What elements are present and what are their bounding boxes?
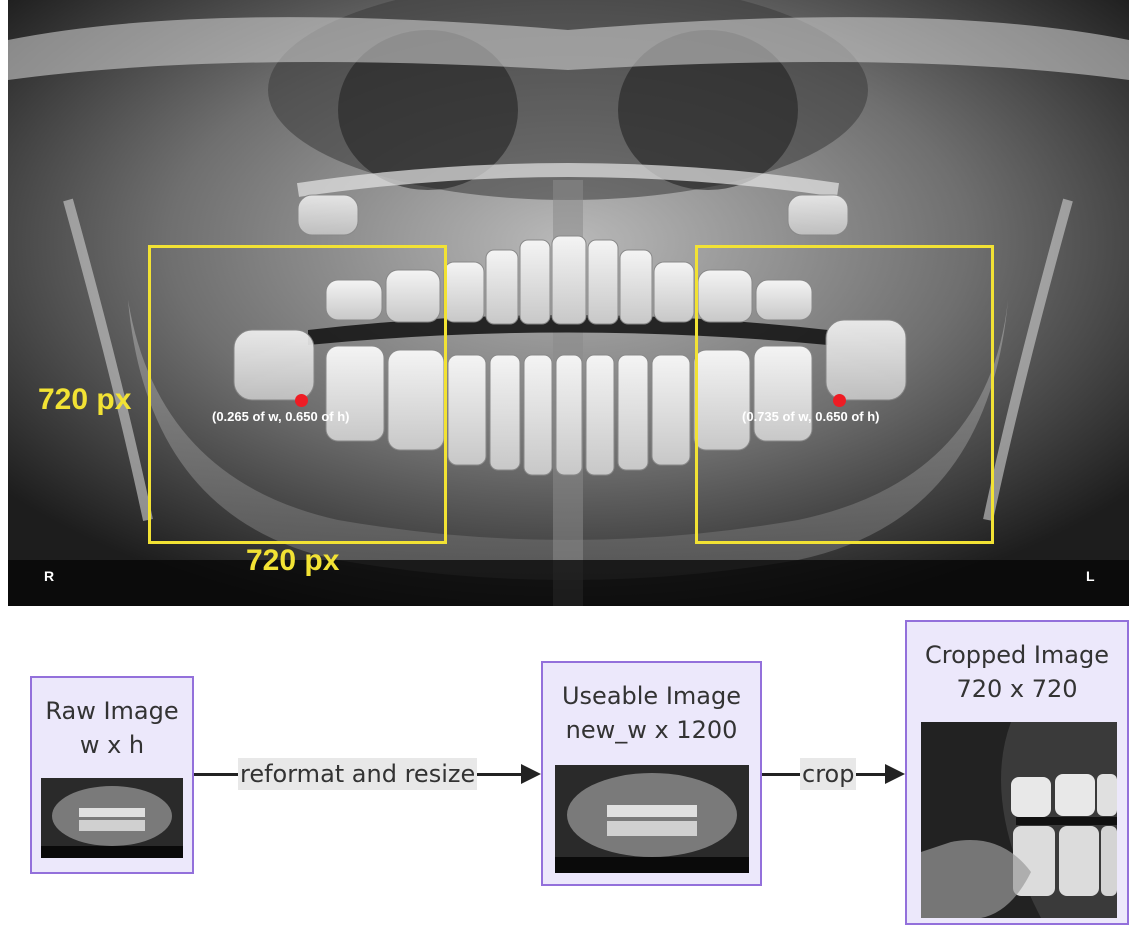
coordinate-label-right-side: (0.265 of w, 0.650 of h)	[212, 409, 350, 424]
coordinate-label-left-side: (0.735 of w, 0.650 of h)	[742, 409, 880, 424]
edge-crop-arrowhead	[885, 764, 905, 784]
node-cropped-title: Cropped Image	[907, 638, 1127, 672]
raw-image-thumbnail	[41, 778, 183, 858]
node-raw-image: Raw Image w x h	[30, 676, 194, 874]
side-marker-right: R	[44, 568, 54, 584]
center-point-left-side	[833, 394, 846, 407]
panoramic-xray: (0.265 of w, 0.650 of h) (0.735 of w, 0.…	[8, 0, 1129, 606]
crop-region-left-side	[695, 245, 994, 544]
width-dimension-label: 720 px	[246, 544, 339, 578]
node-useable-size: new_w x 1200	[543, 713, 760, 747]
edge-reformat-arrowhead	[521, 764, 541, 784]
useable-image-thumbnail	[555, 765, 749, 873]
cropped-image-thumbnail	[921, 722, 1117, 918]
node-cropped-image: Cropped Image 720 x 720	[905, 620, 1129, 925]
edge-label-crop: crop	[800, 758, 856, 790]
node-cropped-size: 720 x 720	[907, 672, 1127, 706]
center-point-right-side	[295, 394, 308, 407]
height-dimension-label: 720 px	[38, 383, 131, 417]
side-marker-left: L	[1086, 568, 1095, 584]
node-useable-title: Useable Image	[543, 679, 760, 713]
node-raw-title: Raw Image	[32, 694, 192, 728]
node-raw-size: w x h	[32, 728, 192, 762]
node-useable-image: Useable Image new_w x 1200	[541, 661, 762, 886]
edge-label-reformat-and-resize: reformat and resize	[238, 758, 477, 790]
